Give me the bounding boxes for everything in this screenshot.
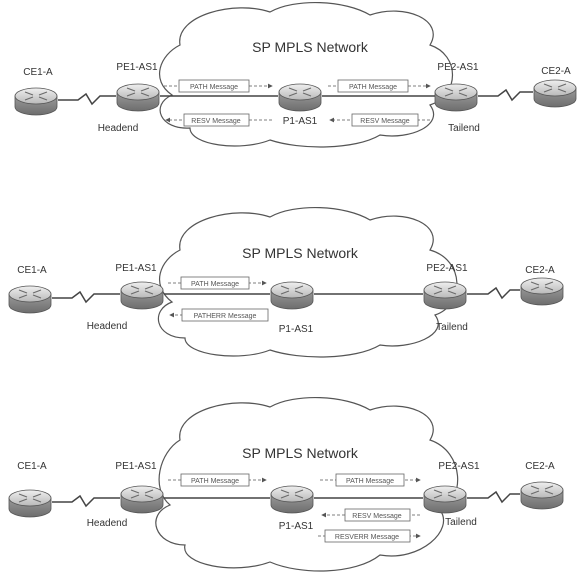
message-label: PATH Message: [191, 478, 239, 485]
router-icon: [120, 281, 164, 310]
role-tailend: Tailend: [448, 123, 480, 134]
serial-link: [467, 286, 520, 300]
role-headend: Headend: [87, 518, 128, 529]
role-tailend: Tailend: [445, 517, 477, 528]
node-label-pe2: PE2-AS1: [438, 461, 480, 472]
node-label-ce1: CE1-A: [17, 461, 47, 472]
router-icon: [120, 485, 164, 514]
router-icon: [116, 83, 160, 112]
router-icon: [270, 485, 314, 514]
message-box: [178, 79, 250, 93]
node-label-pe2: PE2-AS1: [426, 263, 468, 274]
message-label: RESV Message: [352, 513, 402, 520]
role-headend: Headend: [87, 321, 128, 332]
serial-link: [467, 490, 520, 504]
router-icon: [423, 485, 467, 514]
router-icon: [520, 481, 564, 510]
message-box: [324, 529, 411, 543]
message-label: PATH Message: [190, 84, 238, 91]
message-label: RESVERR Message: [335, 534, 399, 541]
router-icon: [8, 489, 52, 518]
router-icon: [278, 83, 322, 112]
cloud-shape: [159, 1, 453, 148]
message-box: [344, 508, 411, 522]
node-label-ce1: CE1-A: [23, 67, 53, 78]
message-box: [181, 308, 269, 322]
router-icon: [434, 83, 478, 112]
cloud-shape: [155, 396, 459, 572]
role-tailend: Tailend: [436, 322, 468, 333]
router-icon: [270, 281, 314, 310]
node-label-pe2: PE2-AS1: [437, 62, 479, 73]
message-label: PATH Message: [349, 84, 397, 91]
role-headend: Headend: [98, 123, 139, 134]
serial-link: [52, 494, 120, 508]
message-label: RESV Message: [191, 118, 241, 125]
message-box: [180, 473, 250, 487]
message-label: RESV Message: [360, 118, 410, 125]
node-label-p1: P1-AS1: [283, 116, 318, 127]
node-label-p1: P1-AS1: [279, 521, 314, 532]
serial-link: [58, 92, 116, 106]
message-box: [180, 276, 250, 290]
message-box: [183, 113, 250, 127]
node-label-ce2: CE2-A: [525, 461, 555, 472]
panel-2: SP MPLS Network CE1-A PE1-AS1 P1-AS1 PE2…: [8, 206, 564, 358]
message-label: PATH Message: [191, 281, 239, 288]
serial-link: [52, 290, 120, 304]
network-title: SP MPLS Network: [242, 245, 359, 261]
router-icon: [14, 87, 58, 116]
node-label-pe1: PE1-AS1: [115, 263, 157, 274]
message-label: PATHERR Message: [194, 313, 257, 320]
panel-1: SP MPLS Network CE1-A PE1-AS1 P1-AS1 PE2…: [14, 1, 577, 148]
router-icon: [423, 281, 467, 310]
message-box: [351, 113, 419, 127]
message-box: [335, 473, 405, 487]
node-label-ce2: CE2-A: [541, 66, 571, 77]
network-title: SP MPLS Network: [252, 39, 369, 55]
node-label-ce2: CE2-A: [525, 265, 555, 276]
node-label-pe1: PE1-AS1: [115, 461, 157, 472]
message-label: PATH Message: [346, 478, 394, 485]
router-icon: [8, 285, 52, 314]
node-label-pe1: PE1-AS1: [116, 62, 158, 73]
node-label-ce1: CE1-A: [17, 265, 47, 276]
network-title: SP MPLS Network: [242, 445, 359, 461]
serial-link: [478, 88, 533, 102]
router-icon: [533, 79, 577, 108]
message-box: [337, 79, 409, 93]
router-icon: [520, 277, 564, 306]
panel-3: SP MPLS Network CE1-A PE1-AS1 P1-AS1 PE2…: [8, 396, 564, 572]
node-label-p1: P1-AS1: [279, 324, 314, 335]
